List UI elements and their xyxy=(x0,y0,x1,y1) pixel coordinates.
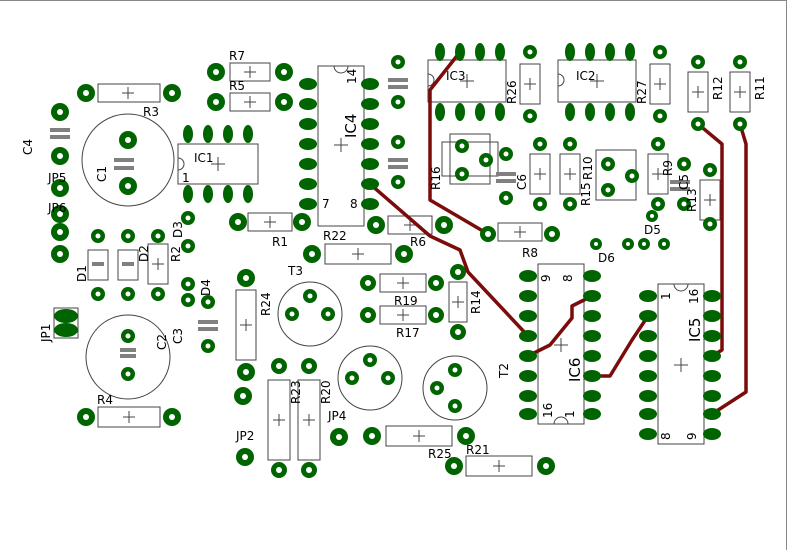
label-r23: R23 xyxy=(289,380,303,404)
label-r5: R5 xyxy=(229,79,245,93)
label-r7: R7 xyxy=(229,49,245,63)
label-r25: R25 xyxy=(428,447,452,461)
label-r26: R26 xyxy=(505,80,519,104)
label-c6: C6 xyxy=(515,174,529,190)
label-d6: D6 xyxy=(598,251,615,265)
label-r9: R9 xyxy=(661,160,675,176)
label-ic6: IC6 xyxy=(566,358,584,382)
pin-ic1-1: 1 xyxy=(182,171,190,185)
label-r12: R12 xyxy=(711,76,725,100)
label-r10: R10 xyxy=(581,156,595,180)
label-r15: R15 xyxy=(579,182,593,206)
label-r4: R4 xyxy=(97,393,113,407)
label-c2: C2 xyxy=(155,334,169,350)
label-r19: R19 xyxy=(394,294,418,308)
pin-ic4-7: 7 xyxy=(322,197,330,211)
label-d4: D4 xyxy=(199,279,213,296)
label-c5: C5 xyxy=(677,174,691,190)
label-ic2: IC2 xyxy=(576,69,596,83)
label-d3: D3 xyxy=(171,221,185,238)
label-d5: D5 xyxy=(644,223,661,237)
label-ic4: IC4 xyxy=(342,114,360,138)
label-r11: R11 xyxy=(753,76,767,100)
label-t3: T3 xyxy=(287,264,303,278)
label-jp5: JP5 xyxy=(47,171,66,185)
label-r20: R20 xyxy=(319,380,333,404)
label-ic5: IC5 xyxy=(686,318,704,342)
pin-ic5-9: 9 xyxy=(685,432,699,440)
label-r13: R13 xyxy=(685,188,699,212)
copper-traces xyxy=(368,50,748,416)
label-ic1: IC1 xyxy=(194,151,214,165)
label-jp1: JP1 xyxy=(39,324,53,343)
silkscreen-labels: R3 R7 R5 IC1 C4 C1 JP5 JP6 D3 D4 R2 D1 D… xyxy=(21,49,767,461)
label-r1: R1 xyxy=(272,235,288,249)
pin-ic5-1: 1 xyxy=(659,292,673,300)
label-r27: R27 xyxy=(635,80,649,104)
label-r8: R8 xyxy=(522,246,538,260)
label-r16: R16 xyxy=(429,166,443,190)
pin-ic6-9: 9 xyxy=(539,274,553,282)
label-r24: R24 xyxy=(259,292,273,316)
label-c3: C3 xyxy=(171,328,185,344)
label-r17: R17 xyxy=(396,326,420,340)
pin-ic4-8: 8 xyxy=(350,197,358,211)
label-r14: R14 xyxy=(469,290,483,314)
label-jp6: JP6 xyxy=(47,201,66,215)
pin-ic4-14: 14 xyxy=(345,69,359,84)
pin-ic6-1: 1 xyxy=(563,410,577,418)
label-r2: R2 xyxy=(169,246,183,262)
label-c4: C4 xyxy=(21,139,35,155)
label-d2: D2 xyxy=(137,245,151,262)
pin-ic5-16: 16 xyxy=(687,289,701,304)
label-t2: T2 xyxy=(497,363,511,379)
label-d1: D1 xyxy=(75,265,89,282)
label-ic3: IC3 xyxy=(446,69,466,83)
pin-ic6-8: 8 xyxy=(561,274,575,282)
label-jp4: JP4 xyxy=(327,409,346,423)
label-r3: R3 xyxy=(143,105,159,119)
label-c1: C1 xyxy=(95,166,109,182)
pads xyxy=(51,43,747,478)
capacitor-bodies xyxy=(50,78,690,358)
pin-ic6-16: 16 xyxy=(541,403,555,418)
label-jp2: JP2 xyxy=(235,429,254,443)
label-r6: R6 xyxy=(410,235,426,249)
pin-ic5-8: 8 xyxy=(659,432,673,440)
label-r21: R21 xyxy=(466,443,490,457)
label-r22: R22 xyxy=(323,229,347,243)
